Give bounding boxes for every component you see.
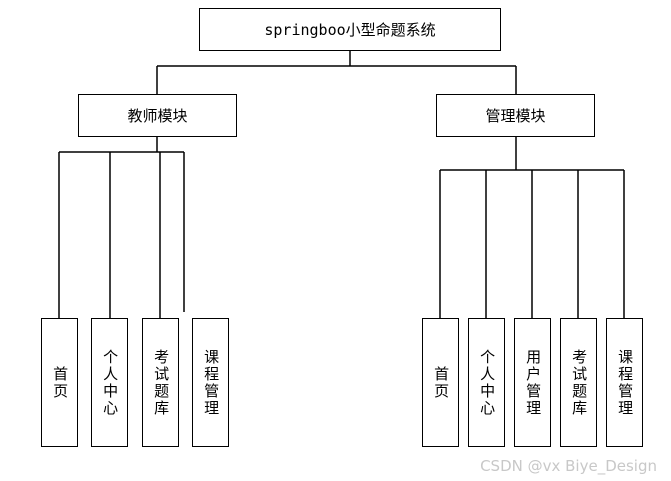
teacher-leaf-personal-center: 个人中心 <box>91 318 128 447</box>
teacher-leaf-course-management: 课程管理 <box>192 318 229 447</box>
leaf-label: 课程管理 <box>616 348 635 417</box>
admin-module-node: 管理模块 <box>436 94 595 137</box>
root-node: springboo小型命题系统 <box>199 8 501 51</box>
teacher-leaf-exam-bank: 考试题库 <box>142 318 179 447</box>
leaf-label: 用户管理 <box>524 348 543 417</box>
leaf-label: 首页 <box>432 365 451 400</box>
leaf-label: 考试题库 <box>570 348 589 417</box>
leaf-label: 首页 <box>51 365 70 400</box>
admin-leaf-course-management: 课程管理 <box>606 318 643 447</box>
leaf-label: 个人中心 <box>101 348 120 417</box>
teacher-leaf-home: 首页 <box>41 318 78 447</box>
leaf-label: 个人中心 <box>478 348 497 417</box>
leaf-label: 考试题库 <box>152 348 171 417</box>
admin-leaf-personal-center: 个人中心 <box>468 318 505 447</box>
teacher-module-node: 教师模块 <box>78 94 237 137</box>
leaf-label: 课程管理 <box>202 348 221 417</box>
root-node-label: springboo小型命题系统 <box>264 21 436 39</box>
watermark: CSDN @vx Biye_Design <box>480 457 657 475</box>
admin-leaf-exam-bank: 考试题库 <box>560 318 597 447</box>
teacher-module-label: 教师模块 <box>127 107 188 125</box>
admin-leaf-user-management: 用户管理 <box>514 318 551 447</box>
admin-module-label: 管理模块 <box>485 107 546 125</box>
admin-leaf-home: 首页 <box>422 318 459 447</box>
